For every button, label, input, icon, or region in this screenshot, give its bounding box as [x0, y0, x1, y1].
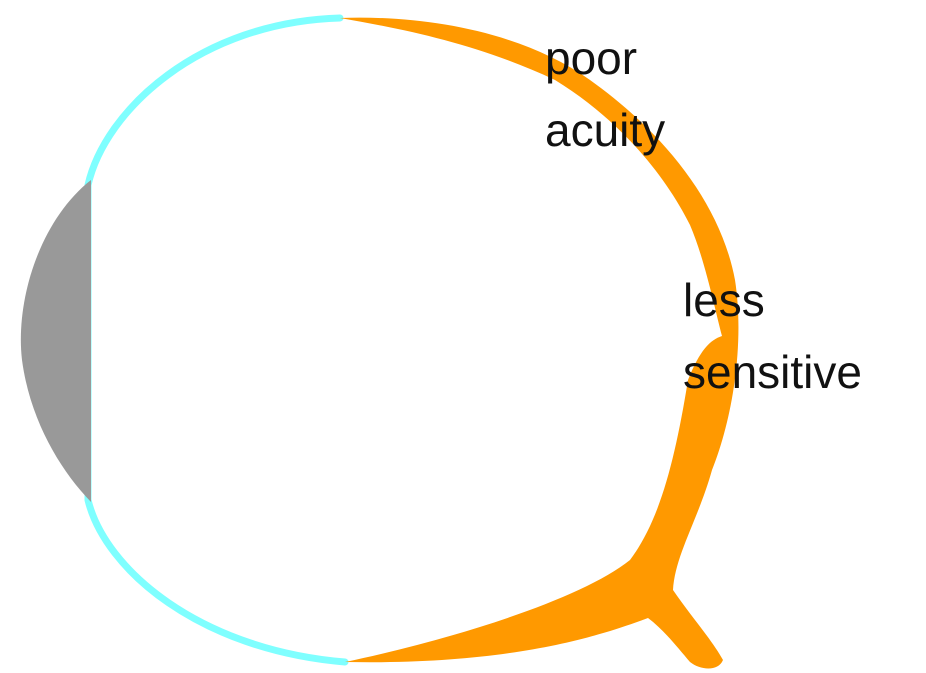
- retina-band: [340, 17, 739, 669]
- eyeball-outline: [84, 14, 349, 666]
- label-acuity: acuity: [545, 104, 666, 156]
- label-sensitive: sensitive: [683, 346, 862, 398]
- label-poor: poor: [545, 32, 638, 84]
- label-less: less: [683, 274, 765, 326]
- lens-shape: [20, 180, 91, 502]
